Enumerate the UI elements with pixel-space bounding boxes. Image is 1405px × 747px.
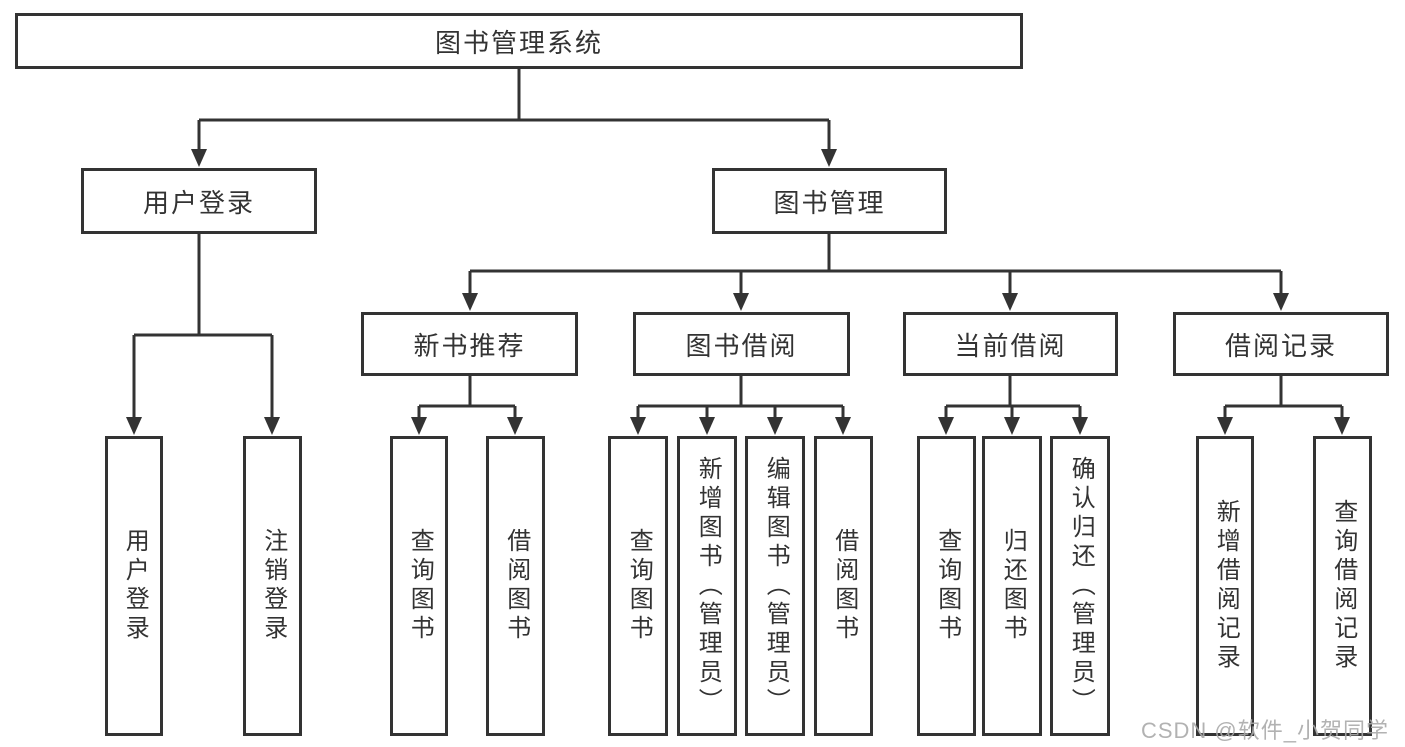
leaf-add-borrow-record-label: 新增借阅记录 — [1212, 499, 1240, 673]
leaf-edit-books-admin: 编辑图书（管理员） — [745, 436, 805, 736]
node-current-borrow: 当前借阅 — [903, 312, 1118, 376]
node-root: 图书管理系统 — [15, 13, 1023, 69]
arrow-down-icon — [835, 417, 851, 435]
leaf-return-books: 归还图书 — [982, 436, 1042, 736]
leaf-query-books-newrec: 查询图书 — [390, 436, 448, 736]
leaf-confirm-return-admin: 确认归还（管理员） — [1050, 436, 1110, 736]
leaf-query-books-borrow-label: 查询图书 — [625, 528, 653, 644]
leaf-query-books-current: 查询图书 — [917, 436, 976, 736]
leaf-user-login: 用户登录 — [105, 436, 163, 736]
node-new-book-recommend: 新书推荐 — [361, 312, 578, 376]
node-book-borrow-label: 图书借阅 — [685, 330, 798, 361]
arrow-down-icon — [126, 417, 142, 435]
leaf-query-books-newrec-label: 查询图书 — [406, 528, 434, 644]
leaf-borrow-books-label: 借阅图书 — [830, 528, 858, 644]
arrow-down-icon — [630, 417, 646, 435]
node-root-label: 图书管理系统 — [434, 27, 603, 58]
arrow-down-icon — [462, 293, 478, 311]
arrow-down-icon — [411, 417, 427, 435]
arrowhead-icons — [126, 149, 1350, 435]
node-book-management-label: 图书管理 — [773, 187, 886, 218]
arrow-down-icon — [191, 149, 207, 167]
leaf-query-books-current-label: 查询图书 — [933, 528, 961, 644]
leaf-logout: 注销登录 — [243, 436, 302, 736]
arrow-down-icon — [1334, 417, 1350, 435]
arrow-down-icon — [1072, 417, 1088, 435]
arrow-down-icon — [507, 417, 523, 435]
node-book-borrow: 图书借阅 — [633, 312, 850, 376]
arrow-down-icon — [1004, 417, 1020, 435]
arrow-down-icon — [1002, 293, 1018, 311]
leaf-borrow-books-newrec: 借阅图书 — [486, 436, 545, 736]
node-borrow-record: 借阅记录 — [1173, 312, 1389, 376]
arrow-down-icon — [1217, 417, 1233, 435]
node-borrow-record-label: 借阅记录 — [1224, 330, 1337, 361]
leaf-edit-books-admin-label: 编辑图书（管理员） — [762, 455, 790, 717]
arrow-down-icon — [733, 293, 749, 311]
node-user-login: 用户登录 — [81, 168, 317, 234]
leaf-query-books-borrow: 查询图书 — [608, 436, 668, 736]
arrow-down-icon — [938, 417, 954, 435]
leaf-borrow-books: 借阅图书 — [814, 436, 873, 736]
arrow-down-icon — [264, 417, 280, 435]
leaf-confirm-return-admin-label: 确认归还（管理员） — [1067, 455, 1095, 717]
leaf-query-borrow-record-label: 查询借阅记录 — [1329, 499, 1357, 673]
leaf-query-borrow-record: 查询借阅记录 — [1313, 436, 1372, 736]
leaf-user-login-label: 用户登录 — [121, 528, 149, 644]
arrow-down-icon — [821, 149, 837, 167]
leaf-add-books-admin: 新增图书（管理员） — [677, 436, 737, 736]
leaf-return-books-label: 归还图书 — [999, 528, 1027, 644]
leaf-add-books-admin-label: 新增图书（管理员） — [694, 455, 722, 717]
connector-paths — [132, 69, 1344, 420]
node-book-management: 图书管理 — [712, 168, 947, 234]
node-user-login-label: 用户登录 — [142, 187, 255, 218]
arrow-down-icon — [767, 417, 783, 435]
leaf-logout-label: 注销登录 — [259, 528, 287, 644]
arrow-down-icon — [699, 417, 715, 435]
node-new-book-recommend-label: 新书推荐 — [413, 330, 526, 361]
node-current-borrow-label: 当前借阅 — [954, 330, 1067, 361]
leaf-add-borrow-record: 新增借阅记录 — [1196, 436, 1254, 736]
leaf-borrow-books-newrec-label: 借阅图书 — [502, 528, 530, 644]
arrow-down-icon — [1273, 293, 1289, 311]
csdn-watermark: CSDN @软件_小贺同学 — [1140, 718, 1389, 743]
